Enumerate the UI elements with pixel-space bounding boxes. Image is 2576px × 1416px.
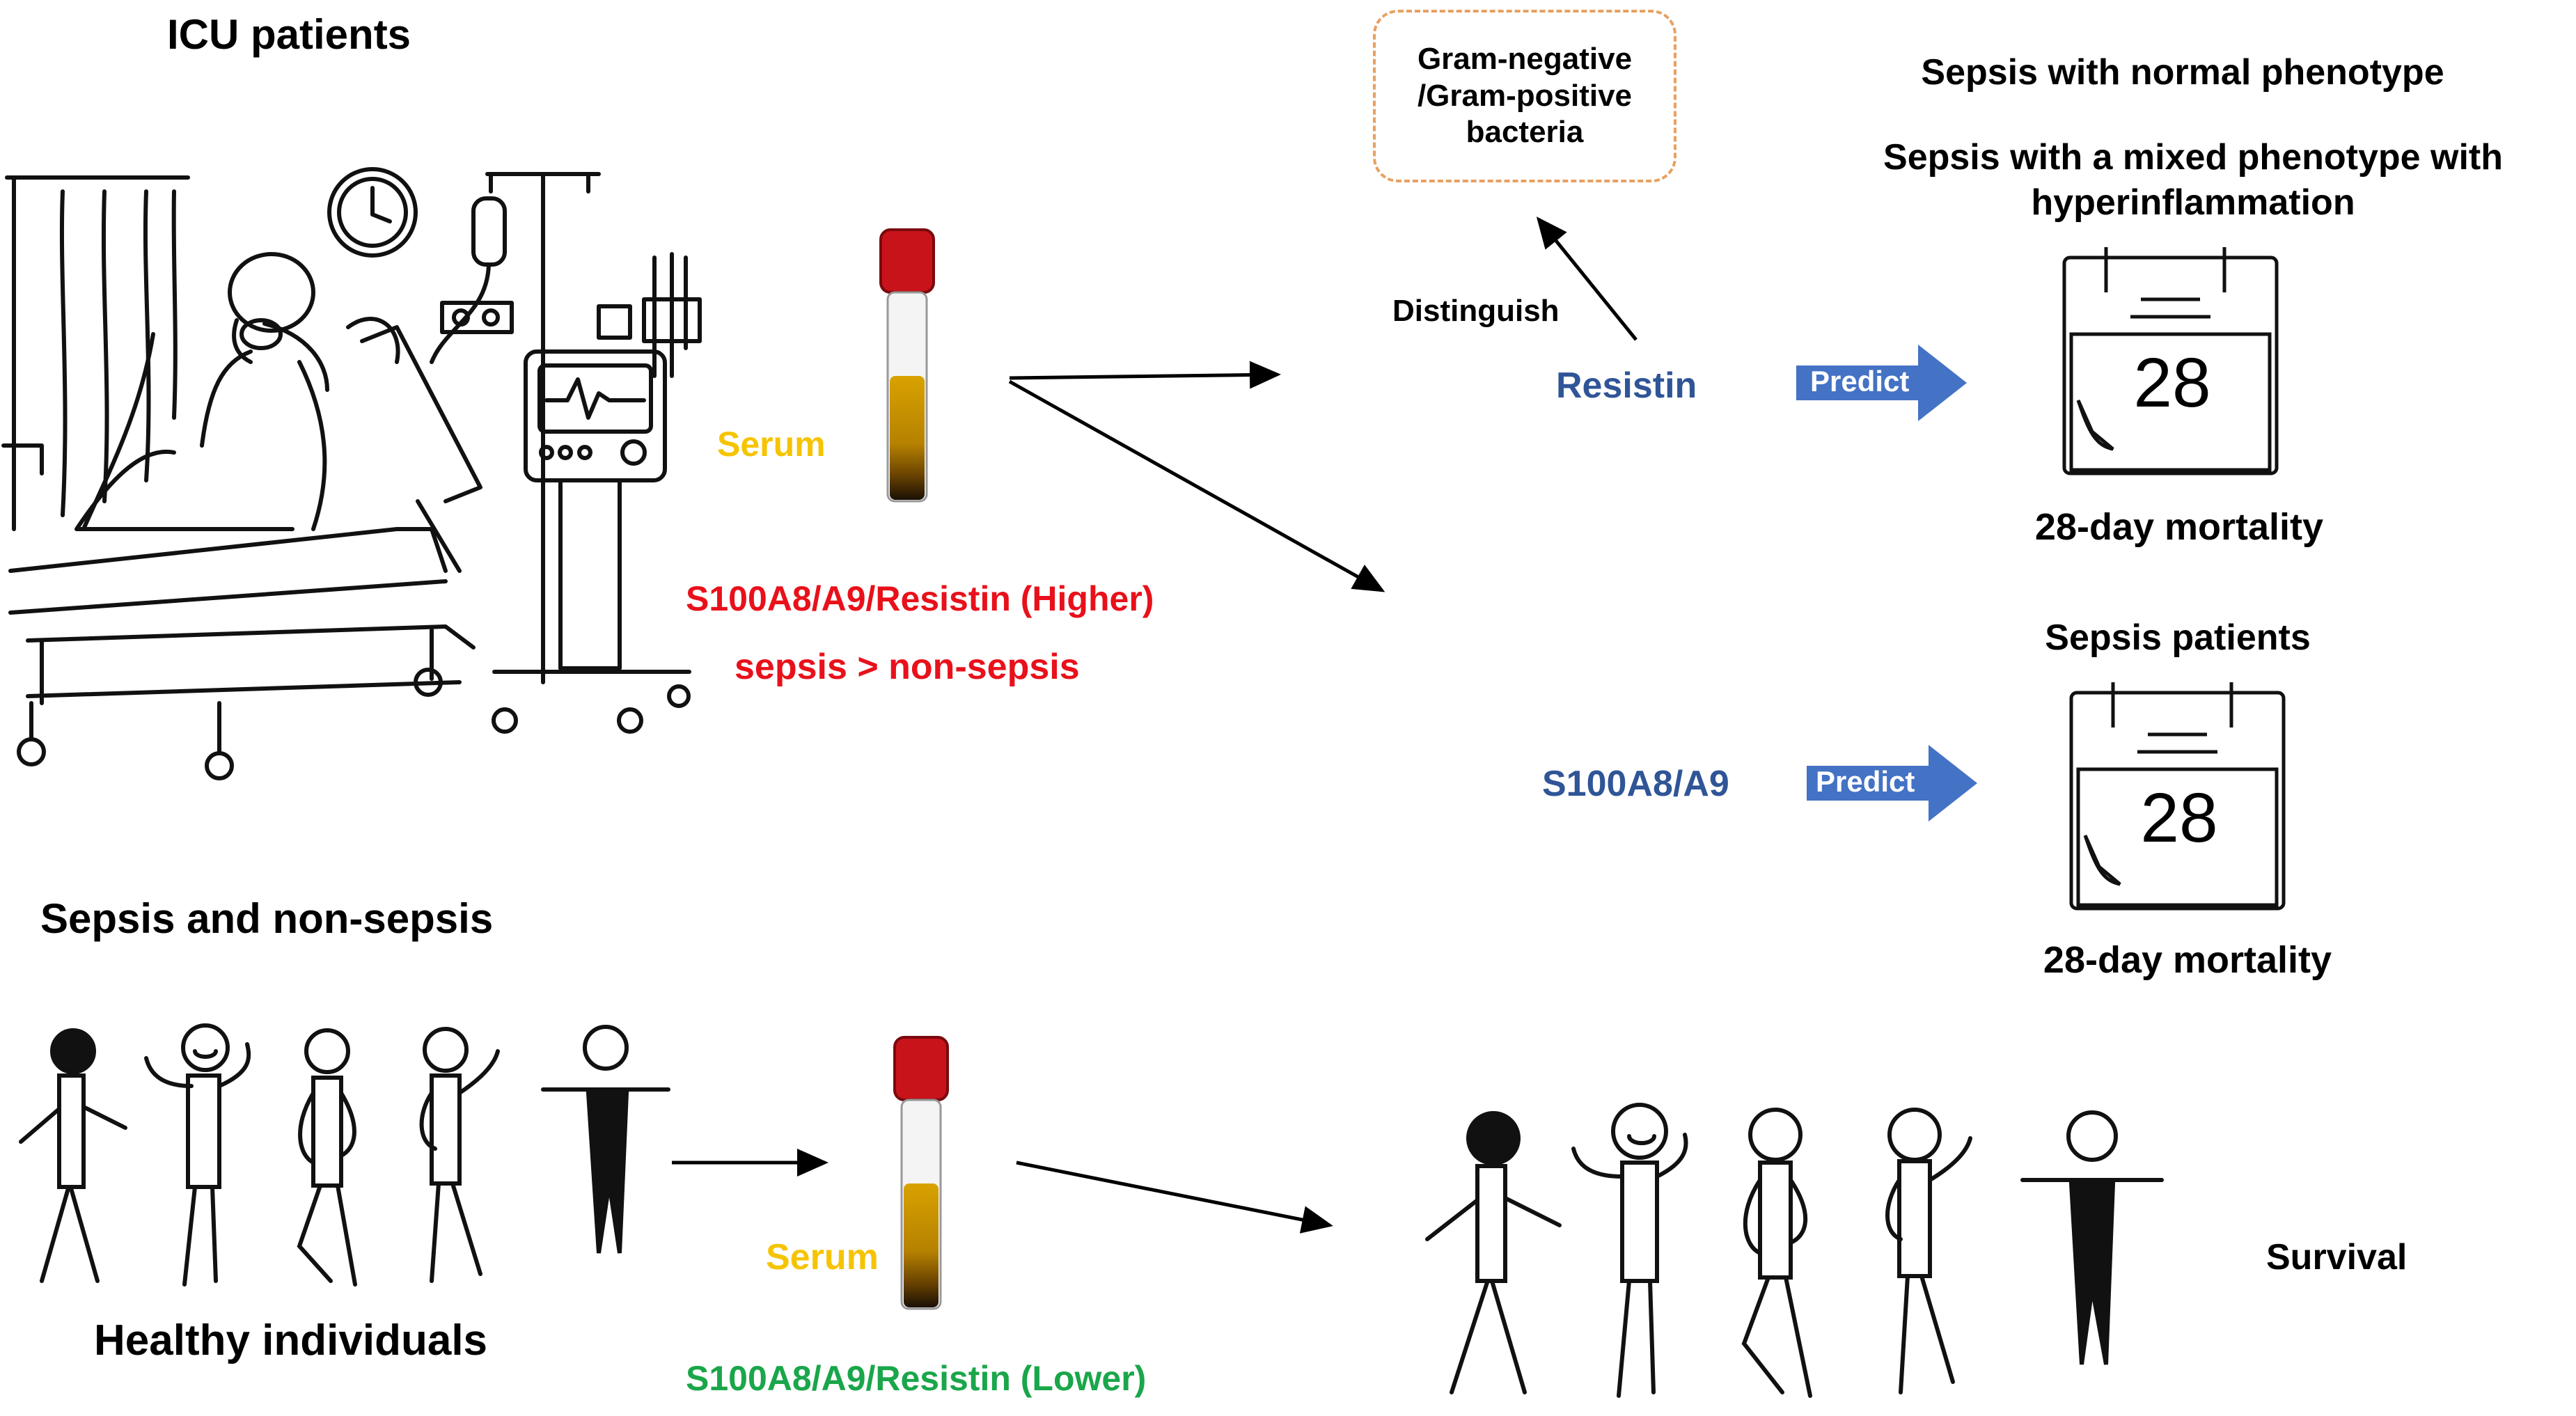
- mortality-label-bottom: 28-day mortality: [2043, 939, 2332, 981]
- stick-figure-icon: [1741, 1108, 1812, 1398]
- predict-arrow-s100: [1807, 745, 1977, 821]
- marker-lower-label: S100A8/A9/Resistin (Lower): [686, 1359, 1147, 1398]
- wall-outlet-icon: [597, 304, 632, 340]
- icu-patients-title: ICU patients: [167, 11, 411, 58]
- predict-arrow-resistin: [1796, 345, 1967, 421]
- patient-monitor-icon: [492, 349, 691, 734]
- serum-tube-bottom: [893, 1036, 949, 1310]
- iv-pole-icon: [430, 172, 601, 684]
- stick-figure-icon: [19, 1028, 127, 1283]
- people-group-right: [1425, 1103, 2164, 1398]
- survival-label: Survival: [2266, 1237, 2408, 1277]
- resistin-marker-label: Resistin: [1556, 365, 1697, 406]
- predict-label-resistin: Predict: [1810, 365, 1910, 398]
- bacteria-line-1: Gram-negative: [1417, 41, 1633, 76]
- hospital-bed-icon: [1, 325, 482, 780]
- sepsis-patients-label: Sepsis patients: [2045, 617, 2311, 658]
- distinguish-label: Distinguish: [1392, 294, 1560, 328]
- icu-room-illustration: [1, 167, 702, 780]
- phenotype-mixed-line-1: Sepsis with a mixed phenotype with: [1883, 137, 2503, 178]
- stick-figure-icon: [419, 1027, 500, 1283]
- people-group-left: [19, 1023, 670, 1287]
- serum-label-top: Serum: [717, 425, 826, 464]
- calendar-icon: [2069, 682, 2286, 911]
- predict-label-s100: Predict: [1816, 765, 1915, 798]
- healthy-individuals-label: Healthy individuals: [94, 1316, 488, 1364]
- curtain-icon: [5, 175, 190, 531]
- arrow-to-s100-branch: [1008, 379, 1385, 592]
- arrow-to-resistin: [1009, 361, 1281, 389]
- patient-figure-icon: [74, 252, 400, 531]
- phenotype-normal-label: Sepsis with normal phenotype: [1921, 52, 2444, 93]
- phenotype-mixed-line-2: hyperinflammation: [2031, 182, 2355, 223]
- bacteria-line-3: bacteria: [1466, 115, 1584, 150]
- bacteria-line-2: /Gram-positive: [1417, 78, 1633, 113]
- arrow-serum-to-survival: [1016, 1161, 1333, 1234]
- marker-higher-label: S100A8/A9/Resistin (Higher): [686, 579, 1154, 618]
- clock-icon: [327, 167, 418, 258]
- bacteria-box: Gram-negative /Gram-positive bacteria: [1373, 10, 1676, 182]
- stick-figure-icon: [1425, 1111, 1562, 1394]
- medical-gas-panel-icon: [642, 252, 702, 378]
- calendar-icon: [2062, 247, 2279, 475]
- stick-figure-icon: [297, 1028, 357, 1287]
- calendar-number-top: 28: [2133, 344, 2211, 422]
- stick-figure-icon: [2020, 1110, 2164, 1365]
- sepsis-comparison-label: sepsis > non-sepsis: [735, 647, 1080, 687]
- stick-figure-icon: [541, 1025, 670, 1254]
- calendar-number-bottom: 28: [2140, 779, 2218, 857]
- flow-arrows: [672, 217, 1638, 1234]
- serum-tube-top: [879, 228, 935, 503]
- wall-outlet-icon: [440, 301, 514, 334]
- serum-label-bottom: Serum: [766, 1237, 879, 1277]
- mortality-label-top: 28-day mortality: [2034, 506, 2324, 548]
- s100-marker-label: S100A8/A9: [1542, 764, 1729, 804]
- arrow-to-bacteria: [1536, 217, 1638, 341]
- stick-figure-icon: [144, 1023, 251, 1287]
- stick-figure-icon: [1571, 1103, 1688, 1398]
- stick-figure-icon: [1885, 1108, 1972, 1394]
- sepsis-nonsepsis-title: Sepsis and non-sepsis: [40, 895, 494, 942]
